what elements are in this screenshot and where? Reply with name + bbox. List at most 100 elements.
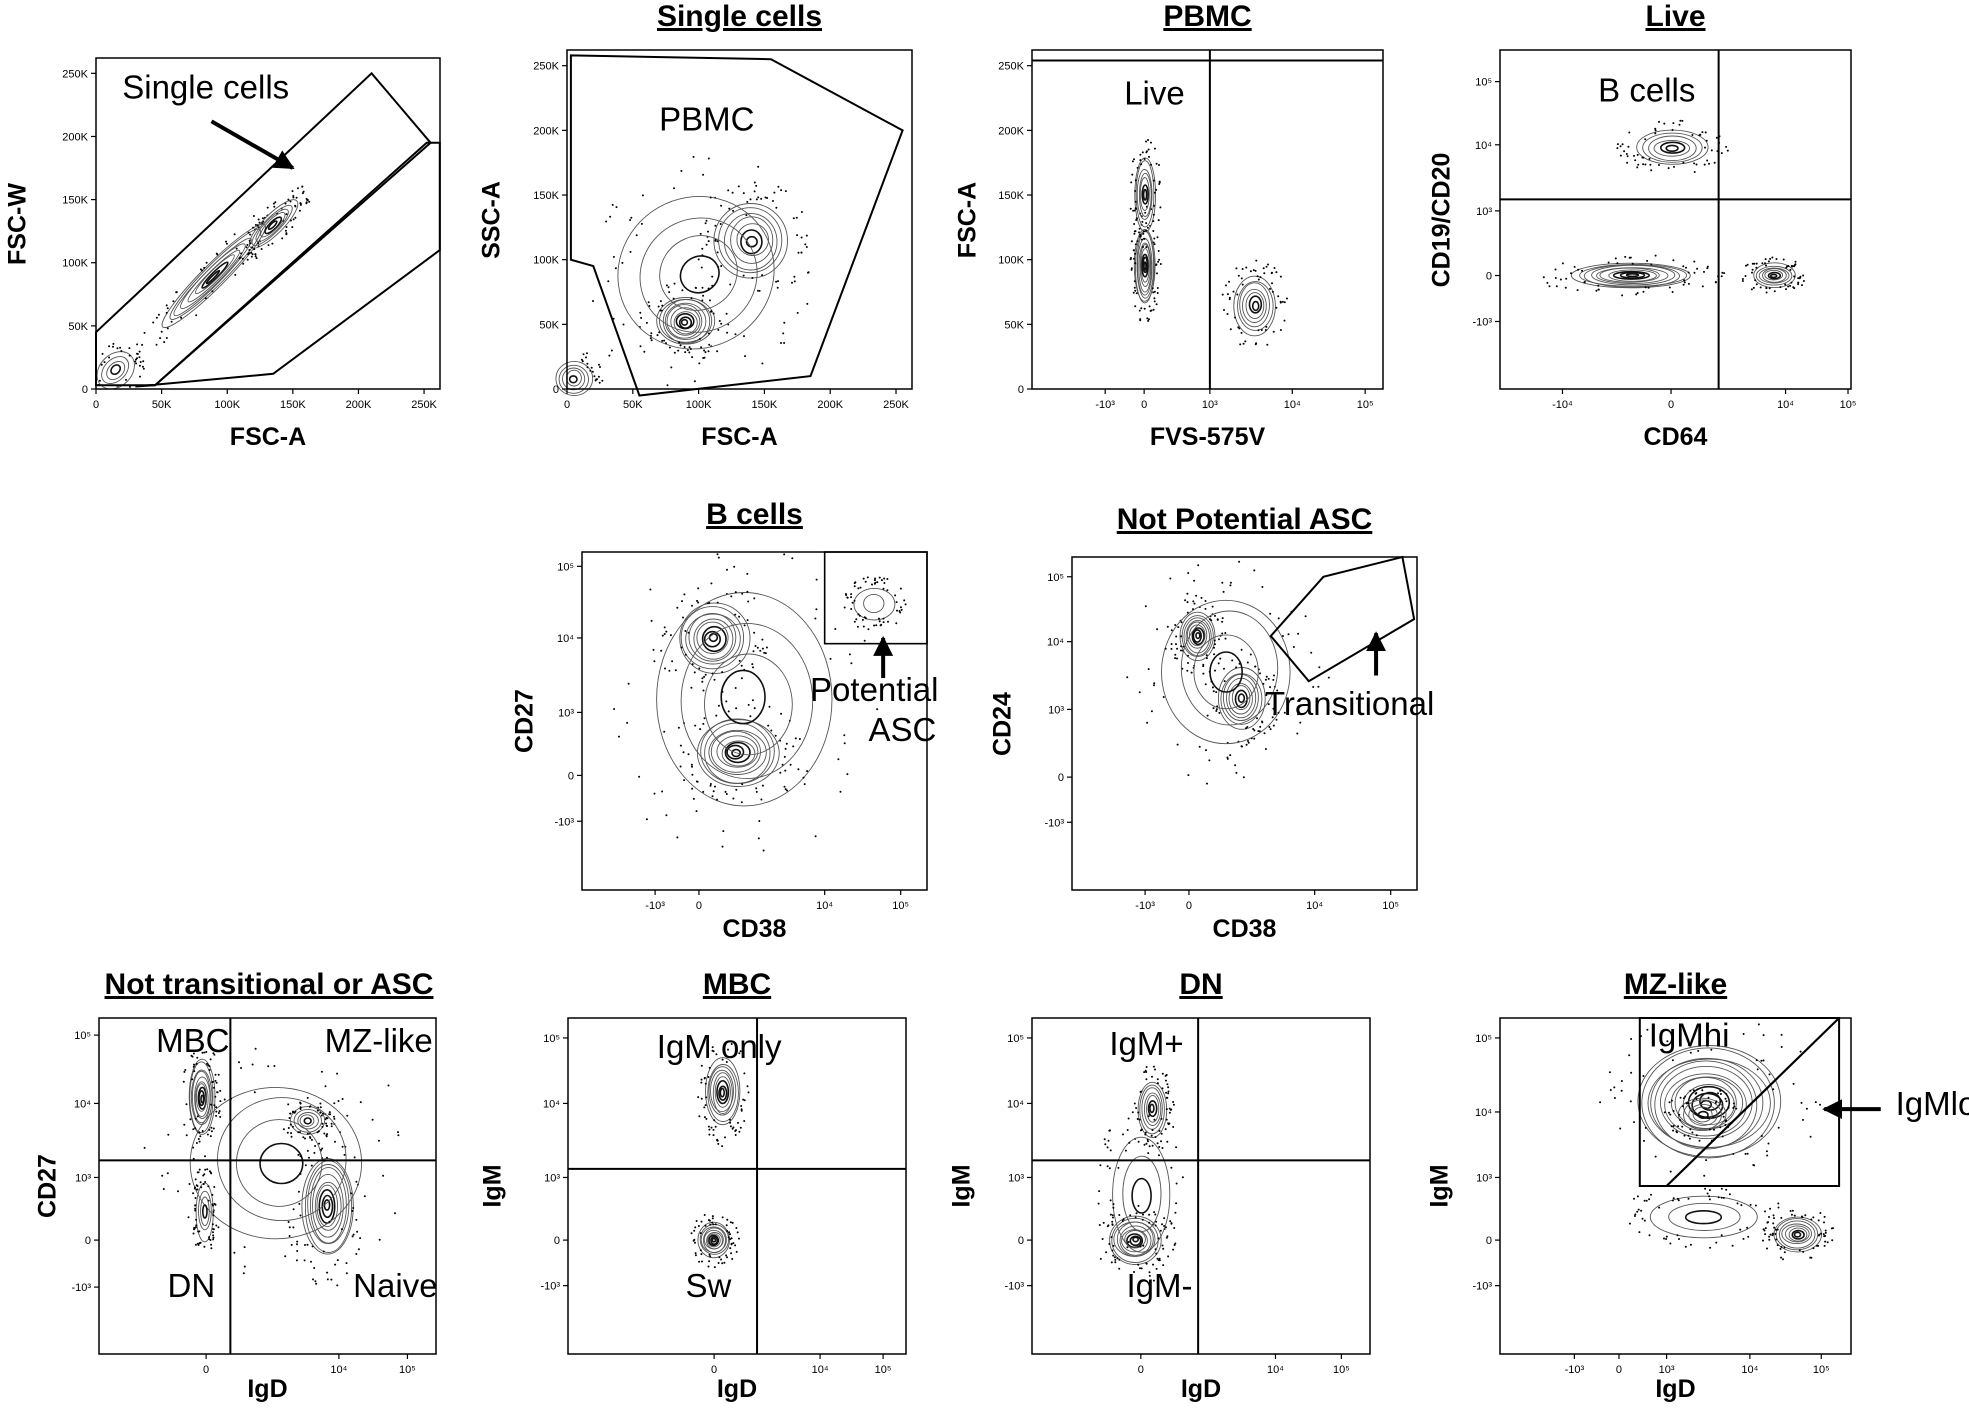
event-dot — [718, 1256, 721, 1259]
event-dot — [215, 1081, 218, 1084]
event-dot — [1206, 714, 1209, 717]
population-contours — [677, 699, 801, 804]
event-dot — [829, 657, 832, 660]
event-dot — [319, 1106, 322, 1109]
contour-level — [217, 1097, 347, 1222]
event-dot — [705, 219, 708, 222]
event-dot — [215, 1114, 218, 1117]
event-dot — [846, 773, 849, 776]
contour-level — [106, 361, 126, 381]
event-dot — [1153, 243, 1156, 246]
event-dot — [1111, 1223, 1114, 1226]
event-dot — [319, 1111, 322, 1114]
event-dot — [687, 753, 690, 756]
event-dot — [1205, 657, 1208, 660]
event-dot — [1725, 1188, 1728, 1191]
event-dot — [308, 1105, 311, 1108]
event-dot — [738, 1130, 741, 1133]
y-axis-label: FSC-A — [953, 181, 982, 258]
event-dot — [273, 1065, 276, 1067]
event-dot — [673, 282, 676, 285]
event-dot — [1755, 266, 1758, 269]
event-dot — [716, 350, 719, 353]
contour-level — [1139, 244, 1151, 287]
contour-level — [1688, 1103, 1718, 1126]
event-dot — [310, 1164, 313, 1167]
contour-level — [1138, 172, 1152, 217]
event-dot — [648, 305, 651, 307]
event-dot — [1135, 219, 1138, 221]
event-dot — [757, 837, 760, 840]
event-dot — [1165, 1236, 1168, 1239]
y-tick-label: 250K — [62, 68, 88, 80]
event-dot — [1140, 1129, 1142, 1132]
event-dot — [678, 341, 681, 344]
population-contours — [1170, 594, 1227, 675]
event-dot — [328, 1220, 331, 1223]
event-dot — [311, 1245, 314, 1248]
event-dot — [1725, 145, 1728, 148]
event-dot — [201, 1130, 204, 1132]
event-dot — [1717, 1196, 1720, 1199]
event-dot — [1136, 240, 1139, 243]
contour-level — [1147, 1100, 1158, 1118]
event-dot — [1279, 300, 1282, 303]
event-dot — [756, 646, 759, 649]
event-dot — [1106, 1165, 1109, 1168]
event-dot — [1118, 1258, 1121, 1261]
event-dot — [856, 625, 859, 628]
event-dot — [1223, 309, 1225, 311]
event-dot — [694, 1241, 696, 1244]
contour-level — [853, 587, 896, 621]
event-dot — [737, 185, 740, 188]
event-dot — [1281, 635, 1284, 637]
event-dot — [743, 1072, 746, 1075]
event-dot — [1672, 1129, 1675, 1132]
event-dot — [299, 1108, 302, 1110]
contour-level — [1665, 144, 1679, 153]
event-dot — [693, 380, 696, 383]
contour-level — [1784, 1225, 1810, 1243]
event-dot — [668, 669, 671, 672]
event-dot — [207, 1185, 210, 1188]
event-dot — [273, 205, 276, 208]
event-dot — [703, 1077, 706, 1080]
event-dot — [1146, 226, 1149, 229]
x-tick-label: 10⁵ — [892, 900, 909, 912]
event-dot — [1626, 155, 1629, 158]
gate-label: PBMC — [659, 100, 754, 137]
event-dot — [1767, 1142, 1770, 1145]
event-dot — [345, 1262, 348, 1265]
event-dot — [1146, 721, 1149, 724]
event-dot — [211, 1223, 214, 1226]
event-dot — [112, 342, 115, 345]
event-dot — [1143, 1143, 1146, 1146]
event-dot — [206, 1168, 209, 1171]
event-dot — [1130, 268, 1133, 271]
event-dot — [1687, 1197, 1690, 1200]
y-tick-label: 10³ — [75, 1172, 91, 1184]
event-dot — [864, 617, 867, 620]
event-dot — [1155, 263, 1158, 266]
event-dot — [673, 351, 676, 354]
event-dot — [1153, 684, 1155, 687]
x-tick-label: 0 — [93, 399, 99, 411]
contour-level — [1764, 269, 1784, 281]
event-dot — [1636, 153, 1639, 156]
event-dot — [715, 714, 718, 717]
event-dot — [1155, 1267, 1158, 1270]
event-dot — [330, 1278, 333, 1281]
event-dot — [233, 233, 236, 236]
event-dot — [1161, 1072, 1164, 1075]
event-dot — [1162, 1247, 1165, 1250]
event-dot — [301, 185, 304, 188]
event-dot — [188, 1183, 191, 1185]
event-dot — [688, 346, 691, 349]
event-dot — [1158, 1129, 1161, 1132]
event-dot — [704, 1104, 707, 1107]
contour-level — [1234, 689, 1248, 709]
event-dot — [1760, 1059, 1763, 1062]
event-dot — [1267, 677, 1270, 680]
event-dot — [1283, 301, 1286, 304]
contour-level — [1136, 168, 1153, 220]
